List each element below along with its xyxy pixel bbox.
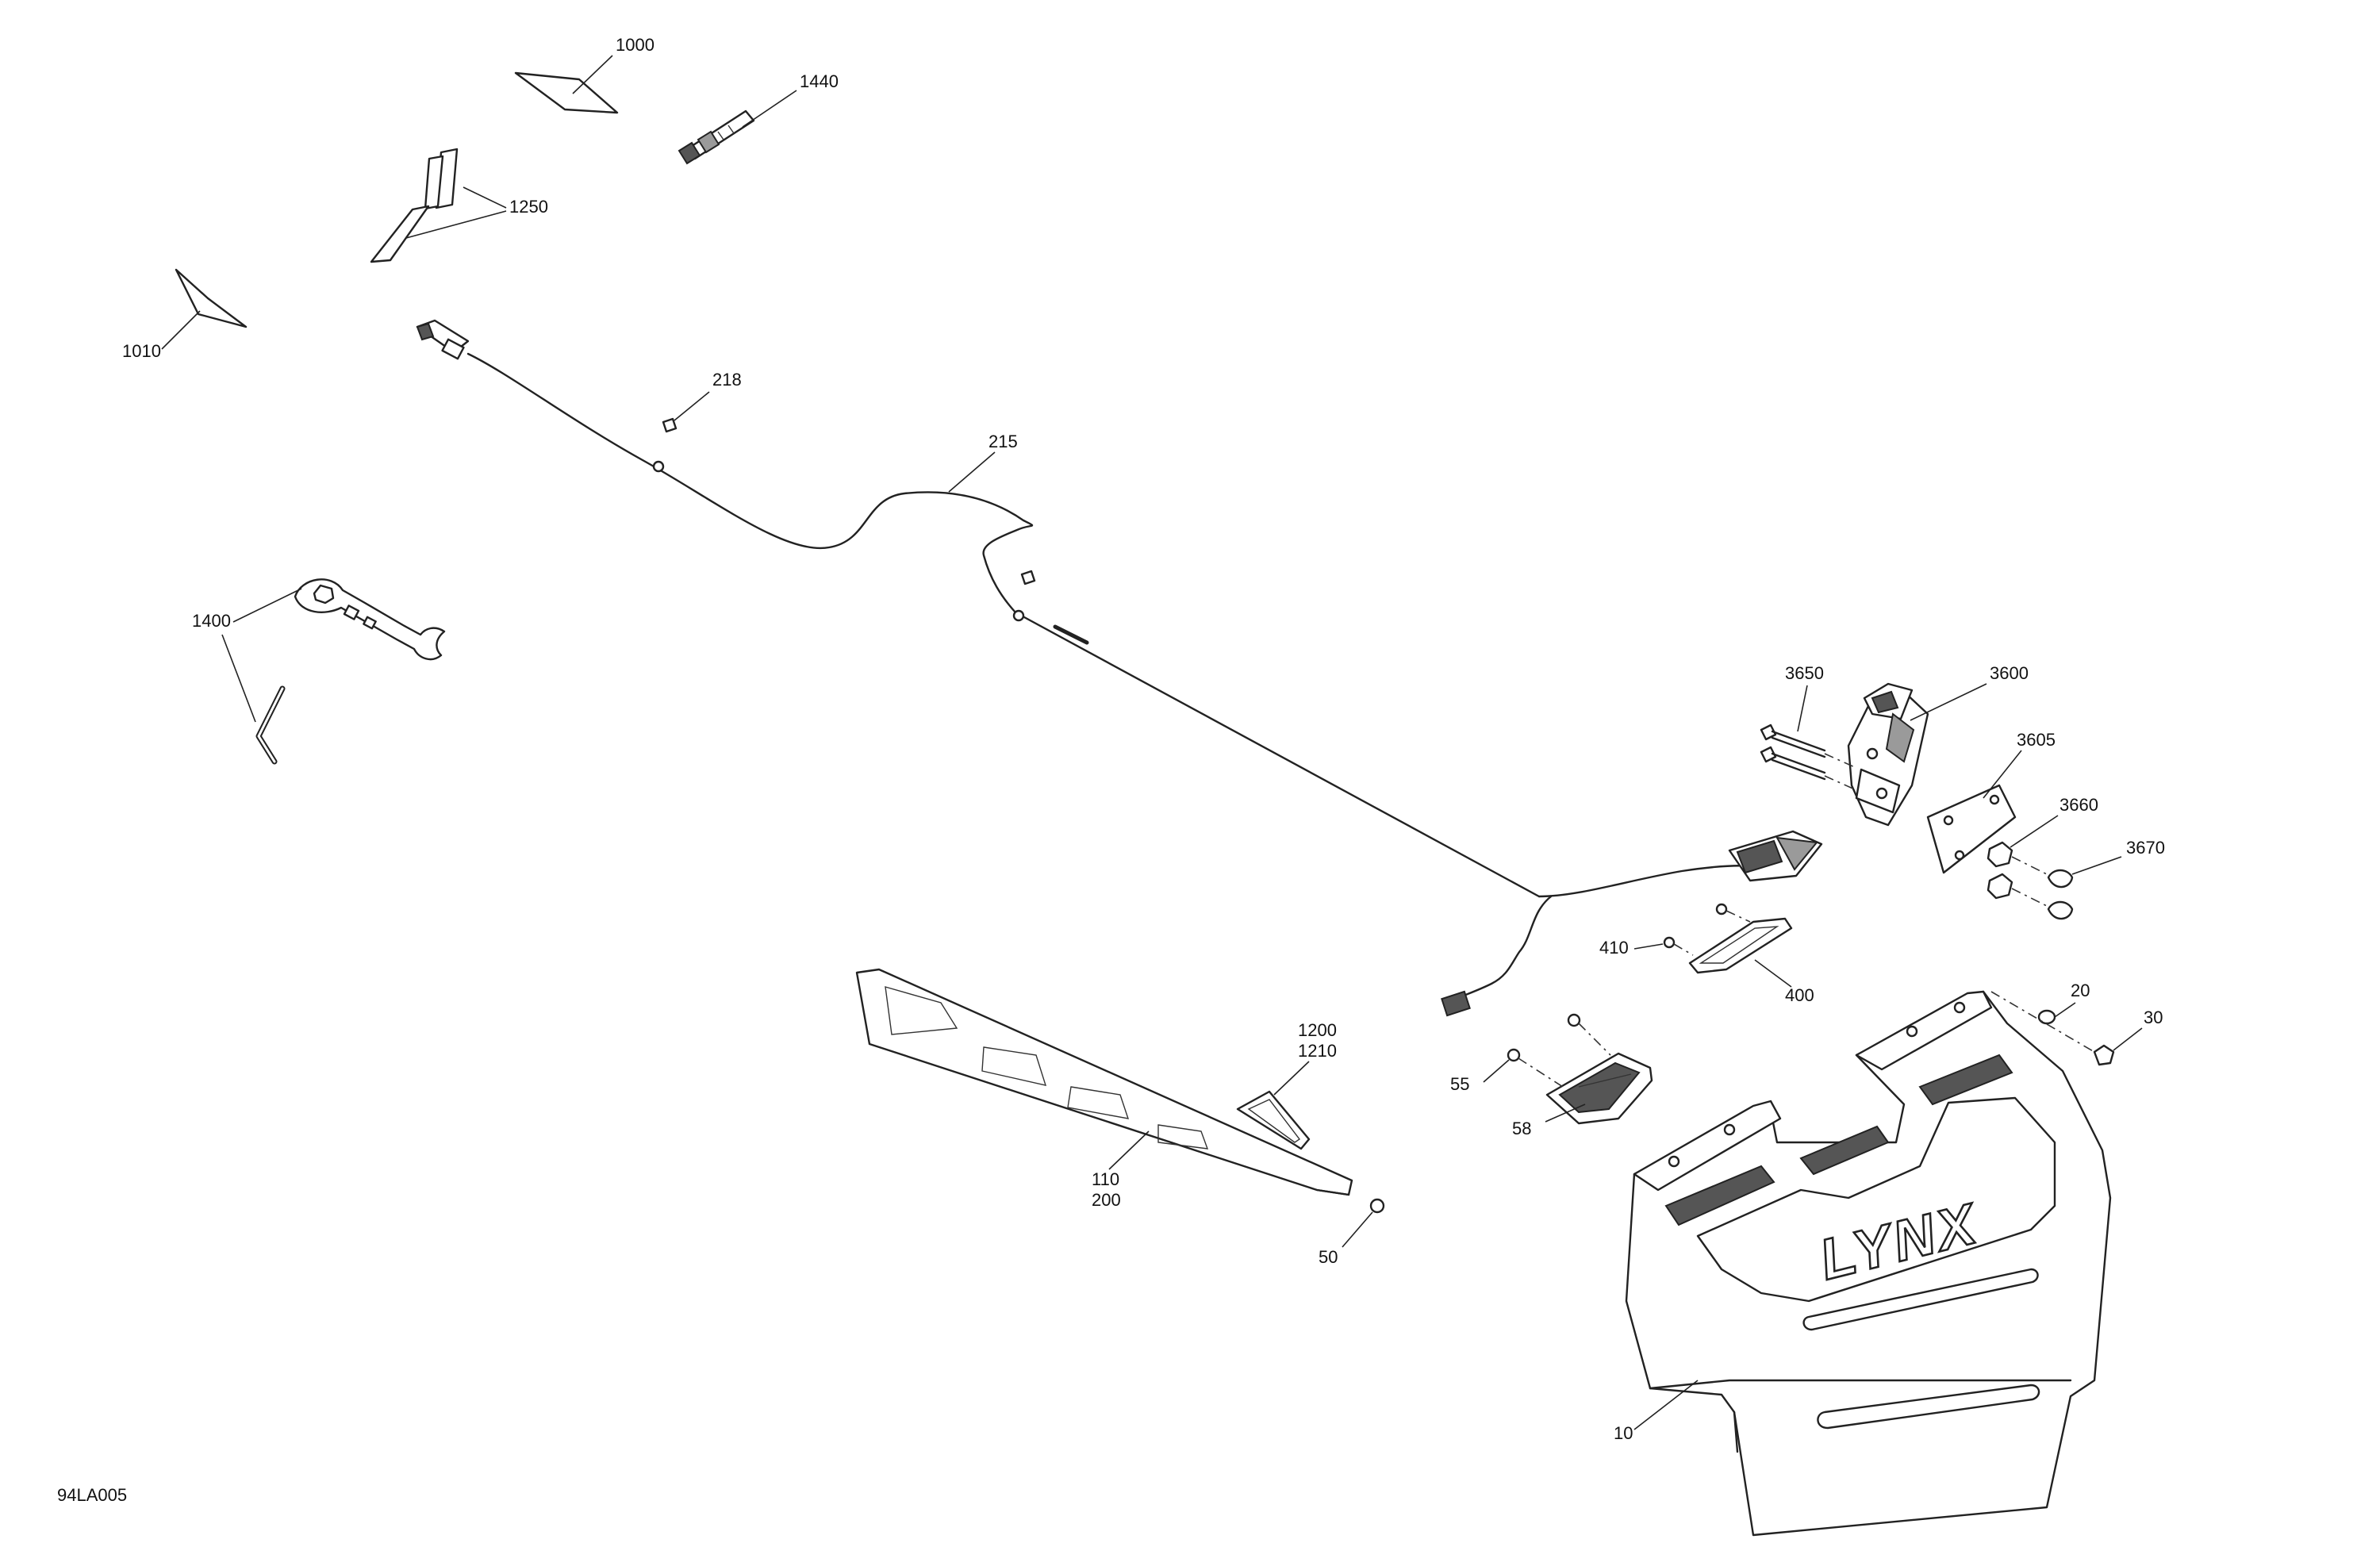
leader-10	[1633, 1380, 1699, 1430]
axis-410a	[1673, 943, 1694, 956]
decal-1250	[370, 148, 459, 263]
callout-110: 55	[1450, 1074, 1469, 1094]
callout-3605: 3605	[2017, 730, 2056, 750]
axis-110a	[1518, 1057, 1564, 1088]
callout-3650: 3650	[1785, 663, 1824, 683]
leader-3605	[1983, 750, 2022, 799]
callout-3670: 3670	[2126, 838, 2165, 858]
rear-bumper-10: LYNX	[1625, 990, 2112, 1537]
hex-key-1400	[255, 685, 286, 765]
callout-1000: 1000	[616, 35, 654, 55]
nut-3660	[1987, 841, 2013, 900]
leader-218	[674, 391, 710, 421]
leader-1400b	[221, 634, 256, 723]
callout-1400: 1400	[192, 611, 231, 631]
tail-light-200	[1545, 1052, 1653, 1125]
cap-3670	[2047, 869, 2074, 920]
callout-1250: 1250	[509, 197, 548, 217]
callout-55: 200	[1092, 1190, 1121, 1210]
decal-1200	[1236, 1090, 1311, 1150]
axis-3670a	[2011, 856, 2051, 877]
callout-400: 400	[1785, 985, 1814, 1005]
callout-3600: 3600	[1990, 663, 2029, 683]
axis-3650b	[1824, 775, 1857, 791]
leader-50	[1108, 1130, 1150, 1170]
leader-110	[1483, 1059, 1510, 1083]
axis-110b	[1578, 1023, 1611, 1056]
leader-215	[948, 451, 996, 493]
callout-200: 58	[1512, 1119, 1531, 1138]
rivet-58	[1369, 1198, 1385, 1214]
leader-400	[1754, 959, 1792, 988]
plate-3605	[1926, 784, 2017, 874]
leader-200	[1545, 1104, 1586, 1123]
callout-10: 10	[1614, 1423, 1633, 1443]
leader-1000	[572, 55, 613, 94]
leader-58	[1342, 1211, 1373, 1248]
latch-3600	[1847, 682, 1929, 827]
leader-3600	[1910, 683, 1987, 721]
leader-1440	[742, 90, 797, 128]
leader-1250b	[405, 210, 507, 239]
callout-50: 110	[1092, 1169, 1119, 1189]
screw-110	[1507, 1013, 1581, 1062]
callout-20: 20	[2071, 981, 2090, 1000]
bolt-3650	[1760, 724, 1826, 781]
leader-1010	[161, 310, 201, 350]
decal-1000	[514, 71, 619, 114]
leader-1200	[1273, 1061, 1310, 1096]
wiring-harness-215	[416, 319, 1823, 1017]
callout-30: 30	[2144, 1008, 2163, 1027]
callout-58: 50	[1319, 1247, 1338, 1267]
callout-1200: 1200	[1298, 1020, 1337, 1040]
callout-3660: 3660	[2059, 795, 2098, 815]
axis-410b	[1726, 910, 1751, 923]
callout-410: 410	[1599, 938, 1629, 958]
leader-1400a	[232, 588, 302, 623]
axis-3650a	[1824, 753, 1857, 769]
leader-1250a	[463, 186, 507, 209]
screw-30	[2093, 1044, 2115, 1066]
side-rail-50	[855, 968, 1353, 1196]
wrench-1400	[294, 578, 446, 661]
leader-3650	[1797, 685, 1808, 732]
leader-20	[2054, 1002, 2076, 1018]
callout-1210: 1210	[1298, 1041, 1337, 1061]
callout-218: 218	[712, 370, 742, 390]
leader-3670	[2071, 856, 2122, 875]
decal-1010	[175, 268, 248, 328]
fastener-218	[662, 417, 1036, 585]
leader-410	[1633, 943, 1664, 950]
drawing-id: 94LA005	[57, 1485, 127, 1505]
callout-215: 215	[988, 432, 1018, 451]
tool-1440	[678, 109, 755, 165]
leader-30	[2113, 1027, 2143, 1051]
reflector-400	[1688, 917, 1793, 974]
axis-3670b	[2011, 888, 2051, 908]
screw-410	[1663, 903, 1728, 949]
callout-1010: 1010	[122, 341, 161, 361]
callout-1440: 1440	[800, 71, 839, 91]
leader-3660	[2010, 815, 2059, 848]
